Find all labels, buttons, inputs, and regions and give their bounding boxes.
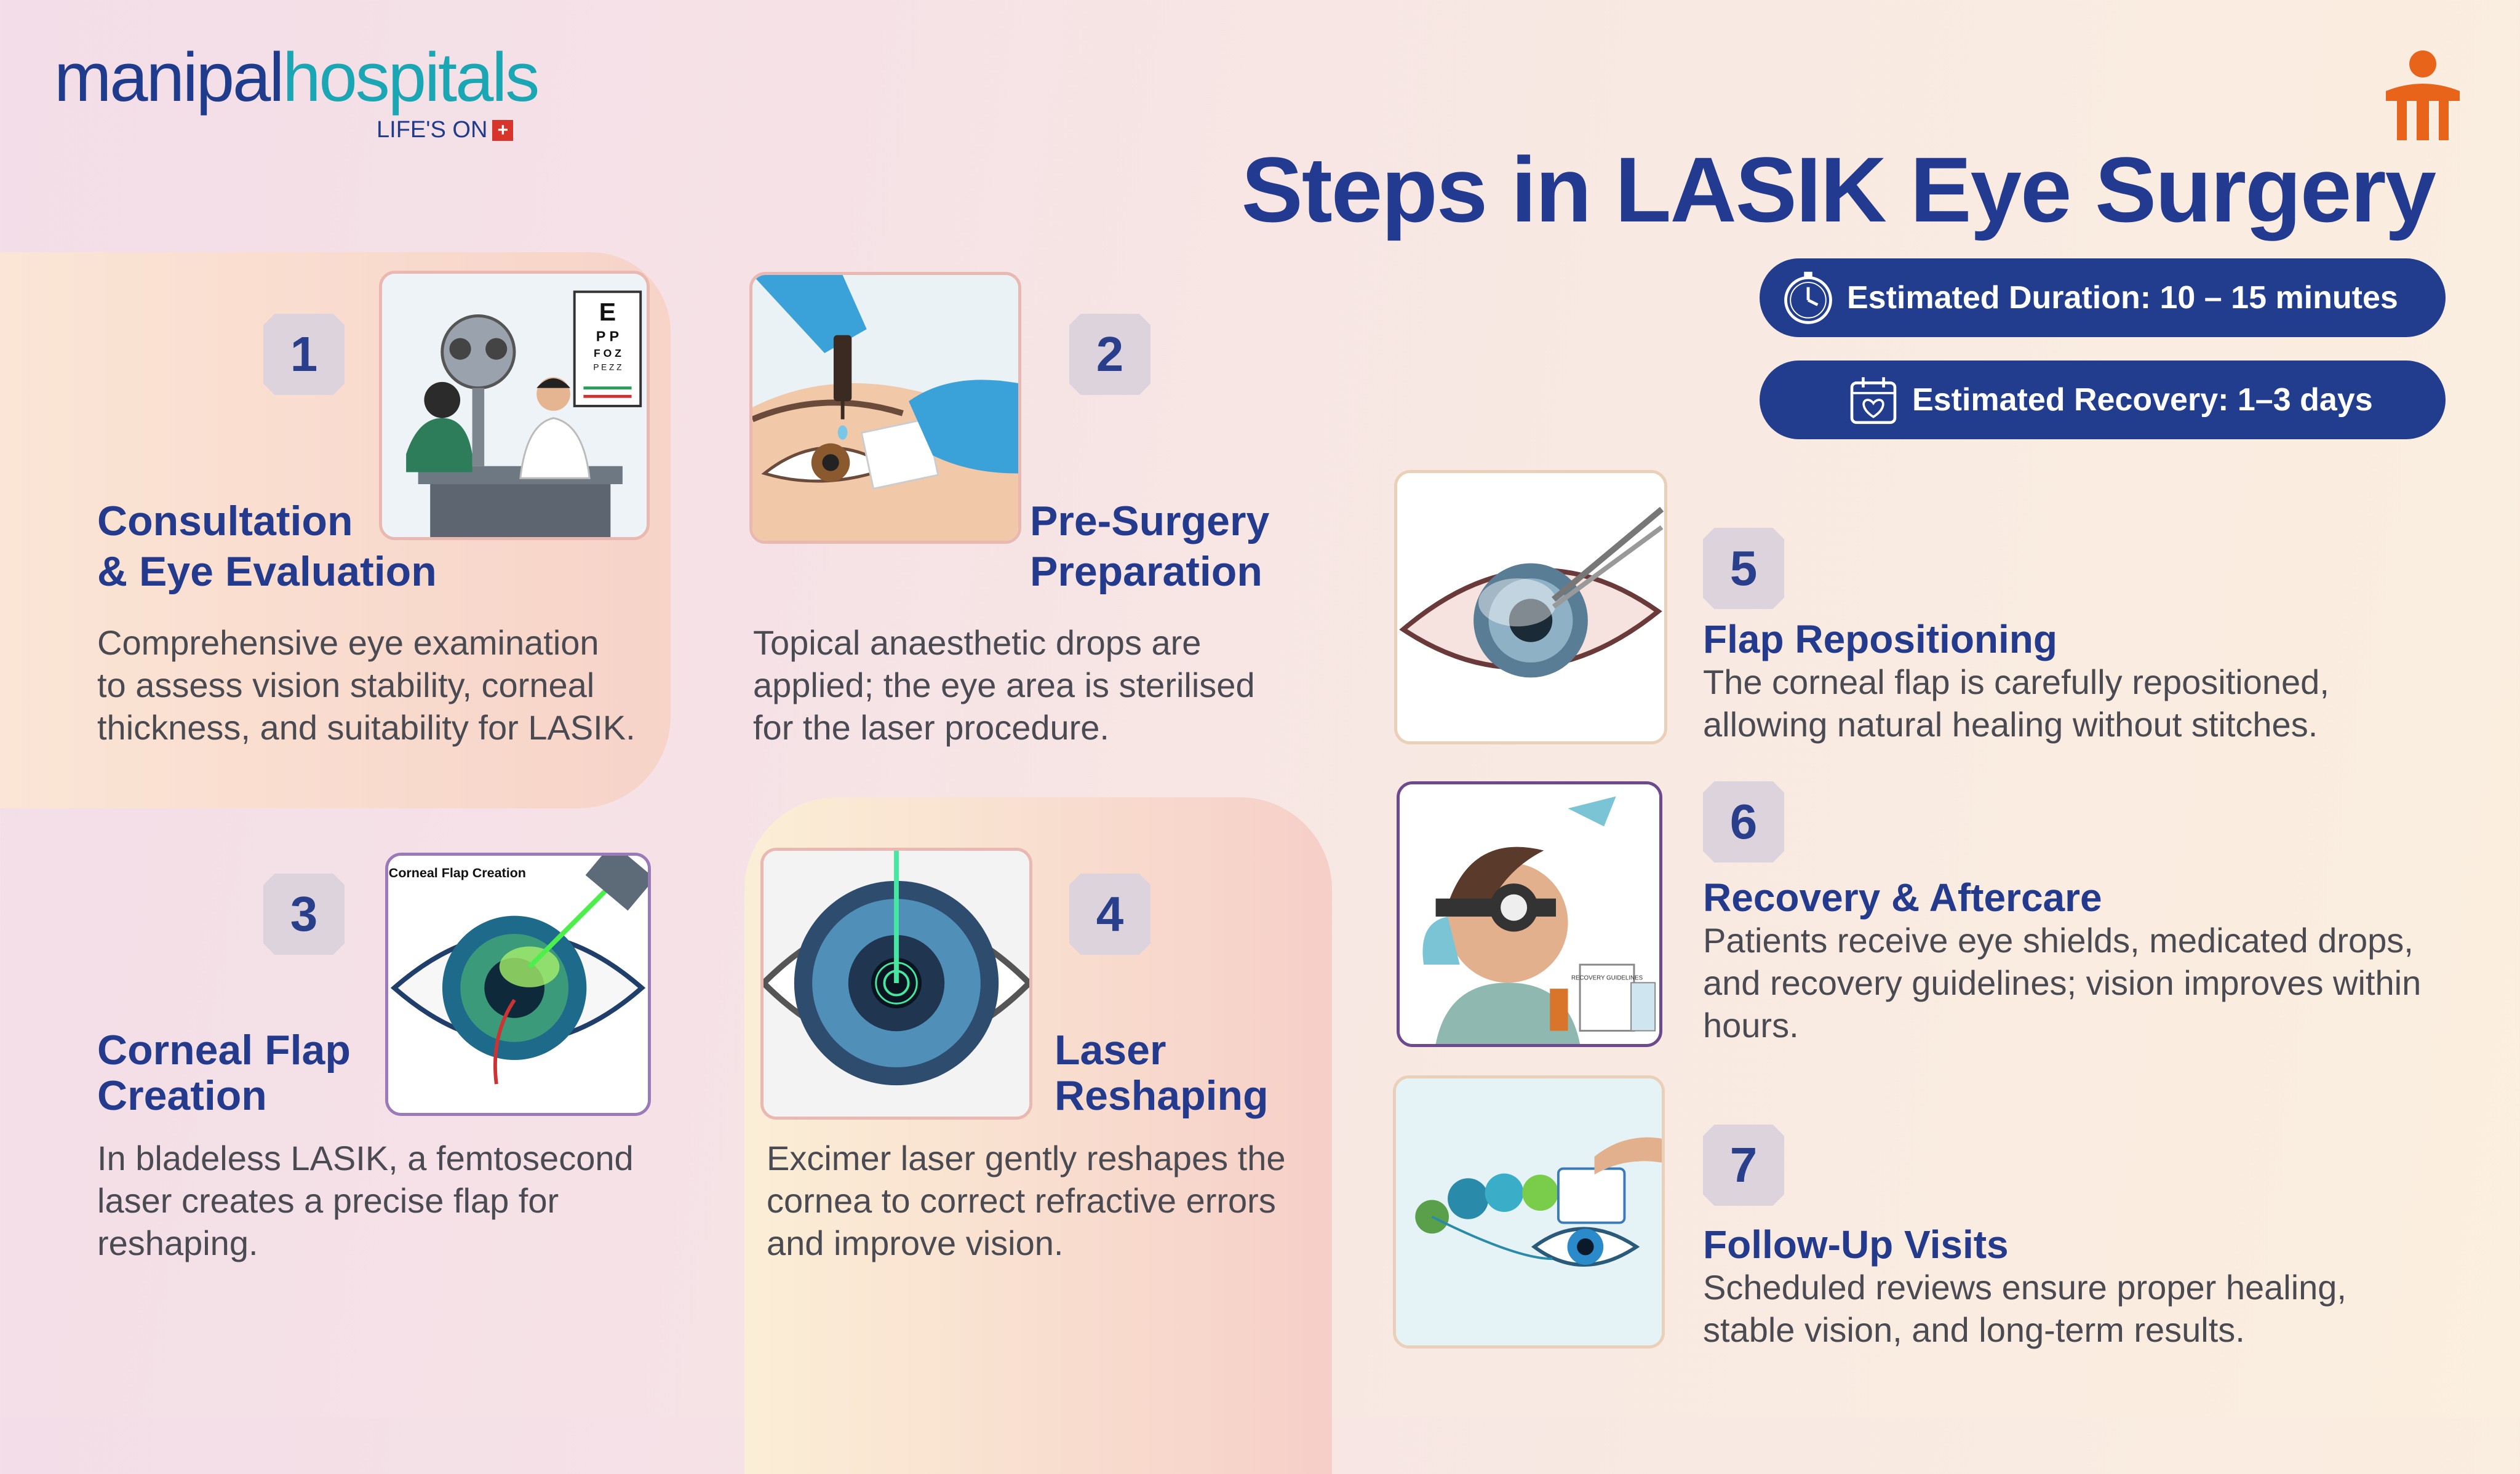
step-6-number: 6 (1703, 781, 1784, 862)
follow-up-illustration (1396, 1078, 1662, 1345)
step-4-heading-line2: Reshaping (1055, 1072, 1269, 1119)
brand-tagline: LIFE'S ON + (377, 117, 514, 143)
step-5-number: 5 (1703, 528, 1784, 609)
step-6-desc-line1: Patients receive eye shields, medicated … (1703, 921, 2414, 960)
page-title: Steps in LASIK Eye Surgery (1241, 138, 2436, 241)
image-caption: Corneal Flap Creation (389, 866, 526, 880)
step-4-number: 4 (1069, 874, 1150, 955)
step-1-heading-line2: & Eye Evaluation (97, 548, 437, 595)
step-4-description: Excimer laser gently reshapes the cornea… (767, 1137, 1286, 1264)
brand-name-part1: manipal (54, 39, 284, 116)
recovery-pill: Estimated Recovery: 1–3 days (1760, 361, 2446, 439)
step-5-heading: Flap Repositioning (1703, 617, 2057, 661)
step-6-desc-line3: hours. (1703, 1006, 1799, 1045)
step-4-desc-line2: cornea to correct refractive errors (767, 1181, 1276, 1220)
step-6-image: RECOVERY GUIDELINES (1397, 781, 1662, 1047)
step-7-number: 7 (1703, 1125, 1784, 1206)
step-2-desc-line1: Topical anaesthetic drops are (753, 623, 1202, 662)
step-5-desc-line1: The corneal flap is carefully reposition… (1703, 663, 2329, 701)
step-1-desc-line1: Comprehensive eye examination (97, 623, 599, 662)
stopwatch-icon (1774, 264, 1842, 332)
step-5-description: The corneal flap is carefully reposition… (1703, 661, 2329, 746)
step-5-image (1394, 470, 1667, 744)
eye-chart-row2: P P (596, 328, 619, 344)
manipal-mark-icon (2380, 48, 2466, 146)
step-7-heading: Follow-Up Visits (1703, 1222, 2009, 1267)
step-6-description: Patients receive eye shields, medicated … (1703, 919, 2421, 1046)
step-1-desc-line3: thickness, and suitability for LASIK. (97, 708, 636, 747)
step-7-image (1393, 1075, 1665, 1349)
step-7-description: Scheduled reviews ensure proper healing,… (1703, 1266, 2347, 1351)
step-2-heading-line1: Pre-Surgery (1030, 498, 1270, 544)
brand-name-part2: hospitals (282, 39, 540, 116)
duration-text: Estimated Duration: 10 – 15 minutes (1847, 280, 2398, 316)
step-3-heading-line1: Corneal Flap (97, 1027, 351, 1074)
duration-pill: Estimated Duration: 10 – 15 minutes (1760, 258, 2446, 337)
step-2-number: 2 (1069, 314, 1150, 395)
step-3-desc-line3: reshaping. (97, 1224, 258, 1262)
step-2-desc-line2: applied; the eye area is sterilised (753, 666, 1255, 704)
step-6-desc-line2: and recovery guidelines; vision improves… (1703, 963, 2422, 1002)
step-7-desc-line2: stable vision, and long-term results. (1703, 1310, 2245, 1349)
recovery-text: Estimated Recovery: 1–3 days (1912, 382, 2373, 418)
tagline-text: LIFE'S ON (377, 117, 488, 143)
red-cross-icon: + (492, 119, 514, 141)
step-3-heading-line2: Creation (97, 1072, 267, 1119)
eye-chart-row1: E (599, 298, 616, 326)
step-1-heading-line1: Consultation (97, 498, 353, 544)
step-3-number: 3 (263, 874, 345, 955)
step-3-heading: Corneal Flap Creation (97, 1027, 351, 1118)
step-4-desc-line3: and improve vision. (767, 1224, 1064, 1262)
eye-chart-row4: P E Z Z (593, 362, 621, 372)
step-7-desc-line1: Scheduled reviews ensure proper healing, (1703, 1268, 2347, 1307)
step-3-description: In bladeless LASIK, a femtosecond laser … (97, 1137, 634, 1264)
step-3-desc-line2: laser creates a precise flap for (97, 1181, 559, 1220)
laser-reshaping-illustration (764, 851, 1029, 1117)
step-2-desc-line3: for the laser procedure. (753, 708, 1109, 747)
step-4-heading: Laser Reshaping (1055, 1027, 1269, 1118)
step-2-image (749, 272, 1021, 544)
step-1-number: 1 (263, 314, 345, 395)
step-6-heading: Recovery & Aftercare (1703, 875, 2102, 920)
eye-chart-row3: F O Z (594, 347, 621, 359)
flap-repositioning-illustration (1397, 473, 1664, 741)
step-1-image: E P P F O Z P E Z Z (379, 271, 650, 540)
step-3-image: Corneal Flap Creation (385, 853, 651, 1116)
step-4-desc-line1: Excimer laser gently reshapes the (767, 1139, 1286, 1177)
step-2-heading-line2: Preparation (1030, 548, 1262, 595)
step-3-desc-line1: In bladeless LASIK, a femtosecond (97, 1139, 634, 1177)
step-5-desc-line2: allowing natural healing without stitche… (1703, 705, 2318, 744)
eye-exam-illustration: E P P F O Z P E Z Z (382, 274, 647, 537)
step-2-description: Topical anaesthetic drops are applied; t… (753, 621, 1255, 749)
step-1-description: Comprehensive eye examination to assess … (97, 621, 636, 749)
step-2-heading: Pre-Surgery Preparation (1030, 496, 1269, 597)
brand-logo: manipalhospitals (54, 43, 540, 112)
step-1-heading: Consultation & Eye Evaluation (97, 496, 437, 597)
eye-drops-illustration (752, 275, 1018, 541)
step-4-image (760, 848, 1032, 1120)
calendar-heart-icon (1840, 366, 1907, 434)
step-1-desc-line2: to assess vision stability, corneal (97, 666, 595, 704)
recovery-aftercare-illustration: RECOVERY GUIDELINES (1400, 784, 1659, 1044)
corneal-flap-illustration: Corneal Flap Creation (388, 856, 648, 1113)
step-4-heading-line1: Laser (1055, 1027, 1166, 1074)
recovery-card-label: RECOVERY GUIDELINES (1571, 974, 1643, 981)
